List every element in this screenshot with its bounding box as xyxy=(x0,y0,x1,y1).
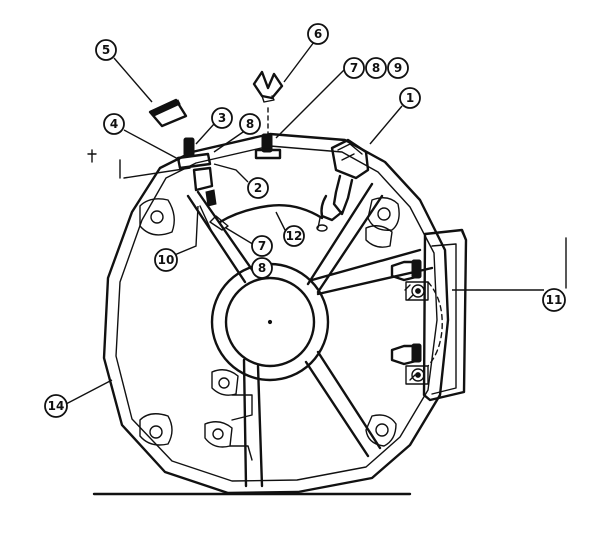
leader-5 xyxy=(113,57,153,103)
housing-outer-outline xyxy=(102,132,450,495)
cap xyxy=(148,98,188,128)
svg-text:5: 5 xyxy=(102,43,110,57)
leader-6 xyxy=(283,41,315,83)
wire xyxy=(218,204,324,224)
spoke-upper-right xyxy=(306,182,384,294)
boss-lower-left-2 xyxy=(204,421,233,448)
svg-text:11: 11 xyxy=(546,293,563,307)
callout-9: 9 xyxy=(387,57,409,79)
leader-4 xyxy=(123,129,181,161)
callout-8-top: 8 xyxy=(365,57,387,79)
callout-14: 14 xyxy=(44,394,68,418)
center-bore xyxy=(210,262,330,382)
leader-8-top xyxy=(213,129,247,153)
terminal-box xyxy=(390,228,468,402)
boss-bottom-left xyxy=(139,413,173,446)
callout-11: 11 xyxy=(542,288,566,312)
callout-7-lower: 7 xyxy=(251,235,273,257)
svg-text:12: 12 xyxy=(286,229,303,243)
boss-mid-right xyxy=(365,225,393,248)
callout-3: 3 xyxy=(211,107,233,129)
boss-bottom-right xyxy=(365,414,397,447)
boss-lower-left-1 xyxy=(211,369,239,396)
leader-3 xyxy=(195,123,215,145)
svg-text:8: 8 xyxy=(372,61,380,75)
callout-1: 1 xyxy=(399,87,421,109)
boss-top-right xyxy=(367,197,400,231)
connector-fitting xyxy=(316,138,370,232)
leader-2 xyxy=(213,163,249,183)
wire-terminal xyxy=(209,215,229,231)
svg-text:6: 6 xyxy=(314,27,322,41)
leader-12 xyxy=(275,211,287,233)
hatch-marks xyxy=(404,284,418,381)
svg-text:8: 8 xyxy=(246,117,254,131)
callout-12: 12 xyxy=(283,225,305,247)
leader-78-lower xyxy=(225,227,257,247)
svg-text:10: 10 xyxy=(158,253,175,267)
svg-text:7: 7 xyxy=(258,239,266,253)
terminal-upper xyxy=(390,259,429,301)
wing-nut xyxy=(252,70,284,103)
callout-6: 6 xyxy=(307,23,329,45)
svg-text:2: 2 xyxy=(254,181,262,195)
svg-text:4: 4 xyxy=(110,117,118,131)
callout-4: 4 xyxy=(103,113,125,135)
callout-5: 5 xyxy=(95,39,117,61)
leader-14 xyxy=(65,379,113,405)
leader-1 xyxy=(369,105,403,145)
callout-10: 10 xyxy=(154,248,178,272)
dimension-line xyxy=(87,149,191,179)
callout-8-lower: 8 xyxy=(251,257,273,279)
callout-2: 2 xyxy=(247,177,269,199)
terminal-lower xyxy=(390,343,429,385)
svg-text:9: 9 xyxy=(394,61,402,75)
callout-7-top: 7 xyxy=(343,57,365,79)
stud-center xyxy=(254,133,282,160)
boss-top-left xyxy=(139,198,175,236)
stud-assembly-left xyxy=(176,137,217,233)
spoke-lower-right xyxy=(304,350,382,458)
housing xyxy=(102,132,450,495)
svg-text:8: 8 xyxy=(258,261,266,275)
svg-text:14: 14 xyxy=(48,399,65,413)
housing-inner-outline xyxy=(115,145,438,482)
leader-789 xyxy=(275,69,345,139)
spoke-lower-left xyxy=(242,358,264,488)
callout-8-mid: 8 xyxy=(239,113,261,135)
svg-text:3: 3 xyxy=(218,111,226,125)
svg-text:7: 7 xyxy=(350,61,358,75)
rib-lower-left xyxy=(229,394,253,461)
leader-10 xyxy=(171,205,199,257)
svg-text:1: 1 xyxy=(406,91,414,105)
